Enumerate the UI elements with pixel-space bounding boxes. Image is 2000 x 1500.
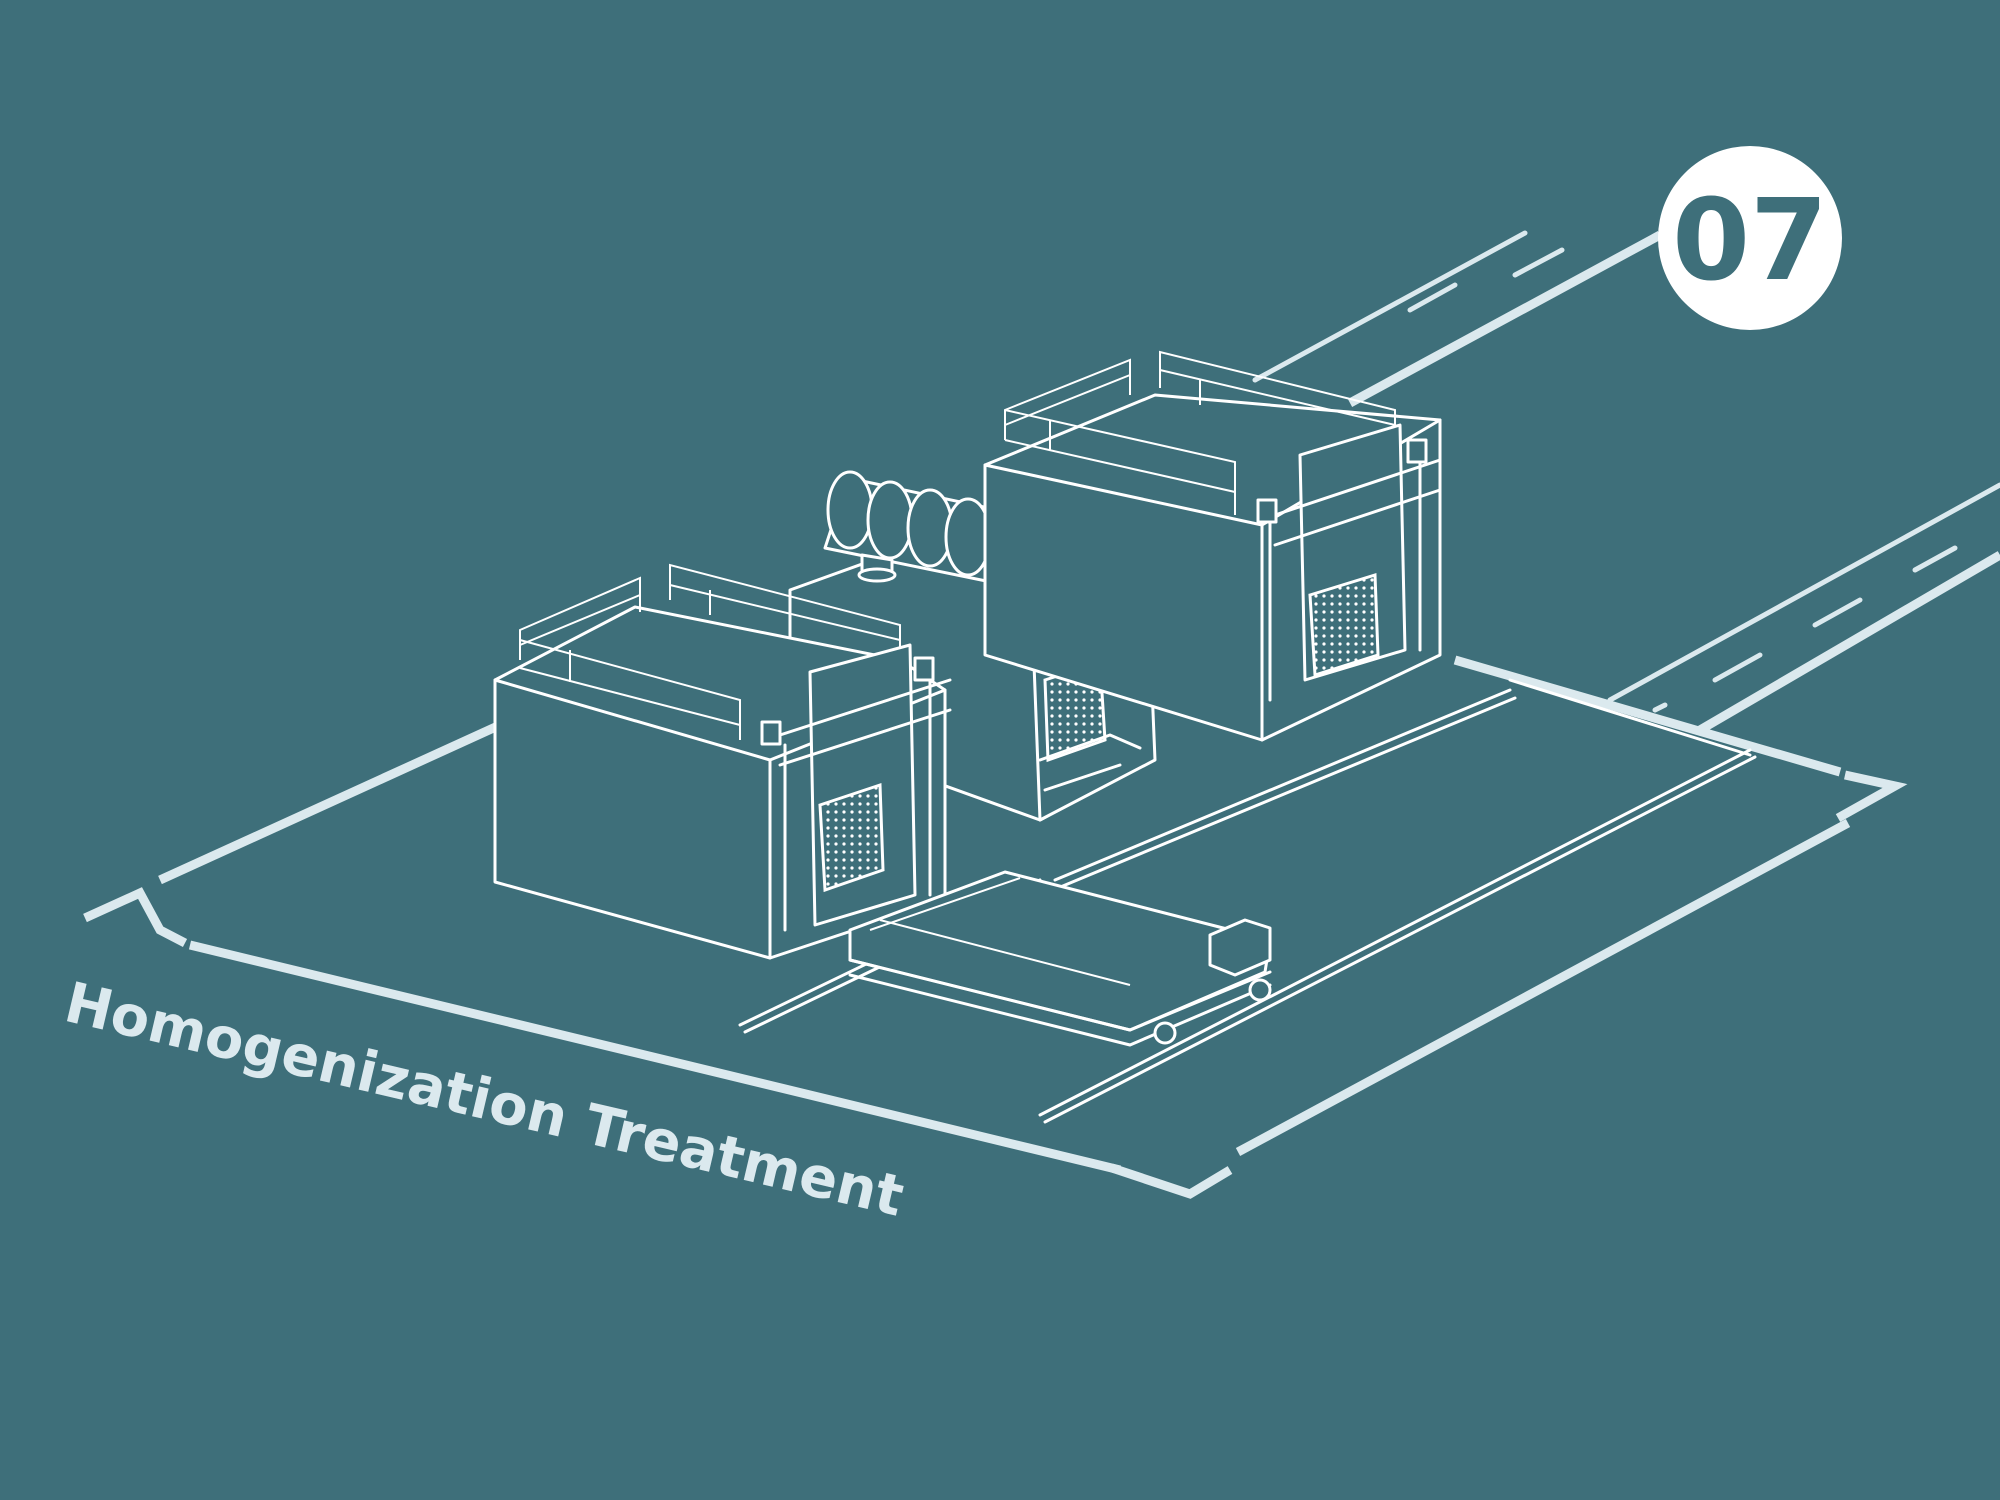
step-number: 07	[1672, 176, 1828, 306]
step-badge: 07	[1658, 146, 1842, 330]
track-lines	[1252, 230, 2000, 757]
floor-zone-outline	[83, 655, 1908, 1199]
furnace-right	[983, 350, 1442, 742]
charging-car	[848, 870, 1272, 1047]
diagram-title: Homogenization Treatment	[59, 970, 910, 1229]
furnace-left	[493, 563, 952, 960]
transfer-rails	[738, 688, 1757, 1124]
